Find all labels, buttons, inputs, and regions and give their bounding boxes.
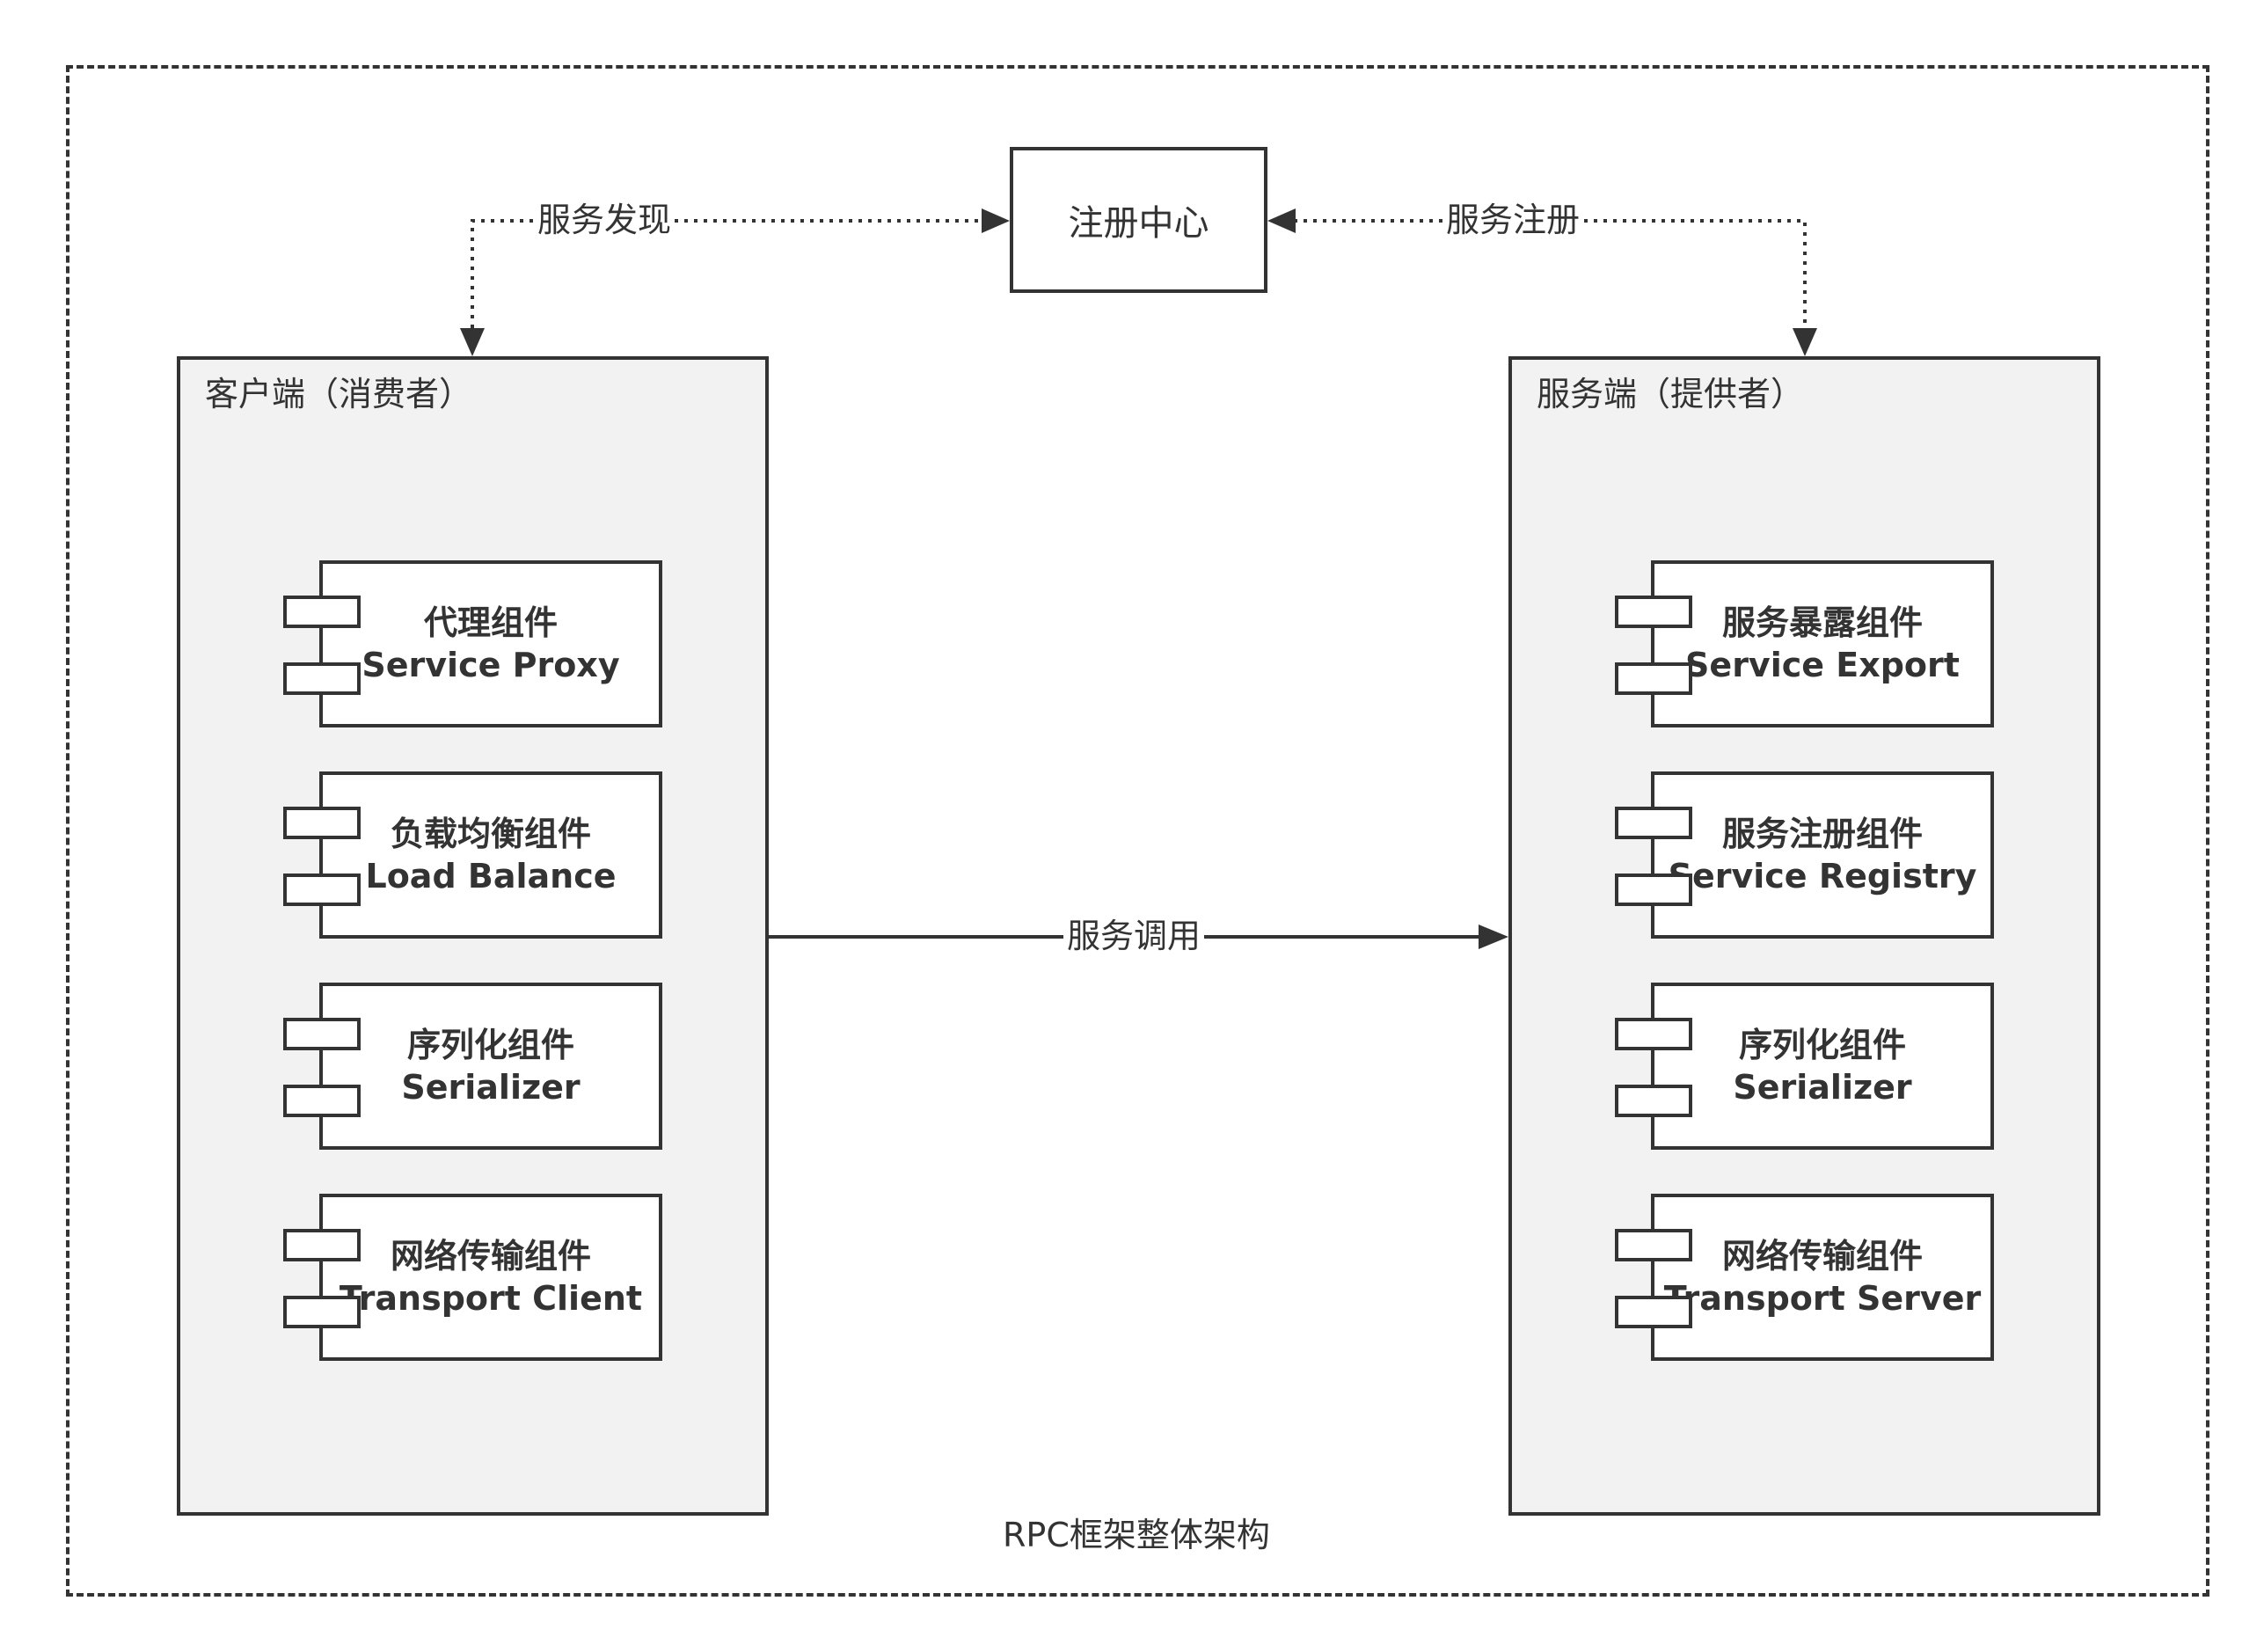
component-port-icon: [1615, 596, 1692, 628]
component-port-icon: [1615, 1229, 1692, 1261]
component-port-icon: [1615, 1018, 1692, 1050]
component-name-en: Transport Client: [339, 1279, 643, 1318]
client-component-transport-client: 网络传输组件 Transport Client: [283, 1194, 662, 1361]
component-port-icon: [283, 1018, 361, 1050]
client-component-service-proxy: 代理组件 Service Proxy: [283, 560, 662, 727]
component-port-icon: [283, 1296, 361, 1328]
registry-center-box: 注册中心: [1010, 147, 1267, 293]
component-name-cn: 网络传输组件: [390, 1237, 591, 1276]
registration-label: 服务注册: [1442, 200, 1584, 240]
component-port-icon: [1615, 662, 1692, 695]
registration-arrowhead-registry: [1267, 208, 1296, 233]
client-component-serializer: 序列化组件 Serializer: [283, 983, 662, 1150]
component-name-cn: 序列化组件: [406, 1026, 574, 1064]
component-name-en: Service Export: [1685, 646, 1960, 684]
component-name-cn: 服务注册组件: [1721, 815, 1923, 853]
registration-connector: [1274, 219, 1809, 351]
component-name-cn: 序列化组件: [1738, 1026, 1906, 1064]
component-name-en: Serializer: [1733, 1068, 1912, 1107]
invocation-label: 服务调用: [1063, 916, 1205, 956]
component-name-en: Service Registry: [1668, 857, 1977, 895]
outer-dashed-frame: [66, 65, 2209, 1597]
server-component-service-export: 服务暴露组件 Service Export: [1615, 560, 1994, 727]
server-component-service-registry: 服务注册组件 Service Registry: [1615, 771, 1994, 939]
client-panel: 客户端（消费者） 代理组件 Service Proxy 负载均衡组件 Load …: [177, 356, 769, 1516]
invocation-arrowhead-server: [1479, 925, 1508, 949]
discovery-connector: [471, 216, 1004, 347]
component-name-cn: 代理组件: [423, 603, 558, 642]
component-name-en: Transport Server: [1663, 1279, 1982, 1318]
diagram-caption: RPC框架整体架构: [1003, 1516, 1270, 1554]
server-component-transport-server: 网络传输组件 Transport Server: [1615, 1194, 1994, 1361]
discovery-arrowhead-registry: [982, 208, 1010, 233]
component-port-icon: [283, 596, 361, 628]
component-name-cn: 负载均衡组件: [390, 815, 591, 853]
discovery-arrowhead-client: [460, 328, 485, 356]
component-name-en: Serializer: [401, 1068, 581, 1107]
component-port-icon: [1615, 1296, 1692, 1328]
component-port-icon: [1615, 874, 1692, 906]
server-panel: 服务端（提供者） 服务暴露组件 Service Export 服务注册组件 Se…: [1508, 356, 2100, 1516]
component-port-icon: [1615, 1085, 1692, 1117]
component-name-en: Load Balance: [365, 857, 617, 895]
component-port-icon: [283, 662, 361, 695]
registration-arrowhead-server: [1793, 328, 1817, 356]
component-name-en: Service Proxy: [362, 646, 620, 684]
component-port-icon: [1615, 807, 1692, 839]
component-port-icon: [283, 1229, 361, 1261]
client-panel-title: 客户端（消费者）: [205, 375, 473, 413]
discovery-label: 服务发现: [534, 200, 676, 240]
component-port-icon: [283, 1085, 361, 1117]
client-component-load-balance: 负载均衡组件 Load Balance: [283, 771, 662, 939]
component-name-cn: 网络传输组件: [1721, 1237, 1923, 1276]
component-name-cn: 服务暴露组件: [1721, 603, 1923, 642]
registry-center-label: 注册中心: [1068, 203, 1209, 244]
server-panel-title: 服务端（提供者）: [1537, 375, 1805, 413]
component-port-icon: [283, 874, 361, 906]
server-component-serializer: 序列化组件 Serializer: [1615, 983, 1994, 1150]
component-port-icon: [283, 807, 361, 839]
